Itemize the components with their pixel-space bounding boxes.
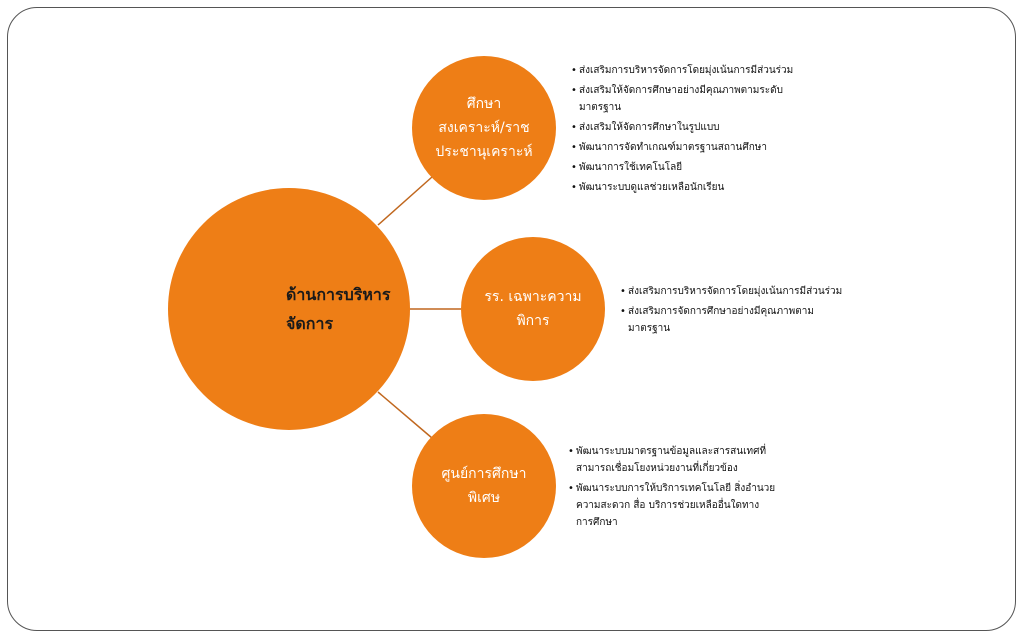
bullet-item: ส่งเสริมให้จัดการศึกษาอย่างมีคุณภาพตามระ… (571, 82, 801, 116)
bullet-item: พัฒนาระบบดูแลช่วยเหลือนักเรียน (571, 179, 801, 196)
bullet-item: ส่งเสริมการบริหารจัดการโดยมุ่งเน้นการมีส… (620, 283, 860, 300)
bullet-item: พัฒนาการจัดทำเกณฑ์มาตรฐานสถานศึกษา (571, 139, 801, 156)
connector-main-to-branch-3 (377, 391, 433, 439)
bullet-item: ส่งเสริมให้จัดการศึกษาในรูปแบบ (571, 119, 801, 136)
branch-node-1: ศึกษา สงเคราะห์/ราช ประชานุเคราะห์ (412, 56, 556, 200)
bullet-item: ส่งเสริมการจัดการศึกษาอย่างมีคุณภาพตาม ม… (620, 303, 860, 337)
bullet-item: ส่งเสริมการบริหารจัดการโดยมุ่งเน้นการมีส… (571, 62, 801, 79)
branch-node-1-label: ศึกษา สงเคราะห์/ราช ประชานุเคราะห์ (435, 96, 533, 160)
main-node: ด้านการบริหาร จัดการ (168, 188, 410, 430)
branch-3-bullet-list: พัฒนาระบบมาตรฐานข้อมูลและสารสนเทศที่ สาม… (568, 443, 798, 534)
branch-node-3-label: ศูนย์การศึกษา พิเศษ (441, 466, 527, 506)
branch-node-2-label: รร. เฉพาะความ พิการ (484, 289, 582, 329)
branch-node-2: รร. เฉพาะความ พิการ (461, 237, 605, 381)
main-node-label: ด้านการบริหาร จัดการ (286, 285, 391, 333)
branch-1-bullet-list: ส่งเสริมการบริหารจัดการโดยมุ่งเน้นการมีส… (571, 62, 801, 199)
bullet-item: พัฒนาระบบมาตรฐานข้อมูลและสารสนเทศที่ สาม… (568, 443, 798, 477)
bullet-item: พัฒนาการใช้เทคโนโลยี (571, 159, 801, 176)
bullet-item: พัฒนาระบบการให้บริการเทคโนโลยี สิ่งอำนวย… (568, 480, 798, 531)
branch-2-bullet-list: ส่งเสริมการบริหารจัดการโดยมุ่งเน้นการมีส… (620, 283, 860, 340)
connector-main-to-branch-1 (377, 176, 433, 226)
branch-node-3: ศูนย์การศึกษา พิเศษ (412, 414, 556, 558)
